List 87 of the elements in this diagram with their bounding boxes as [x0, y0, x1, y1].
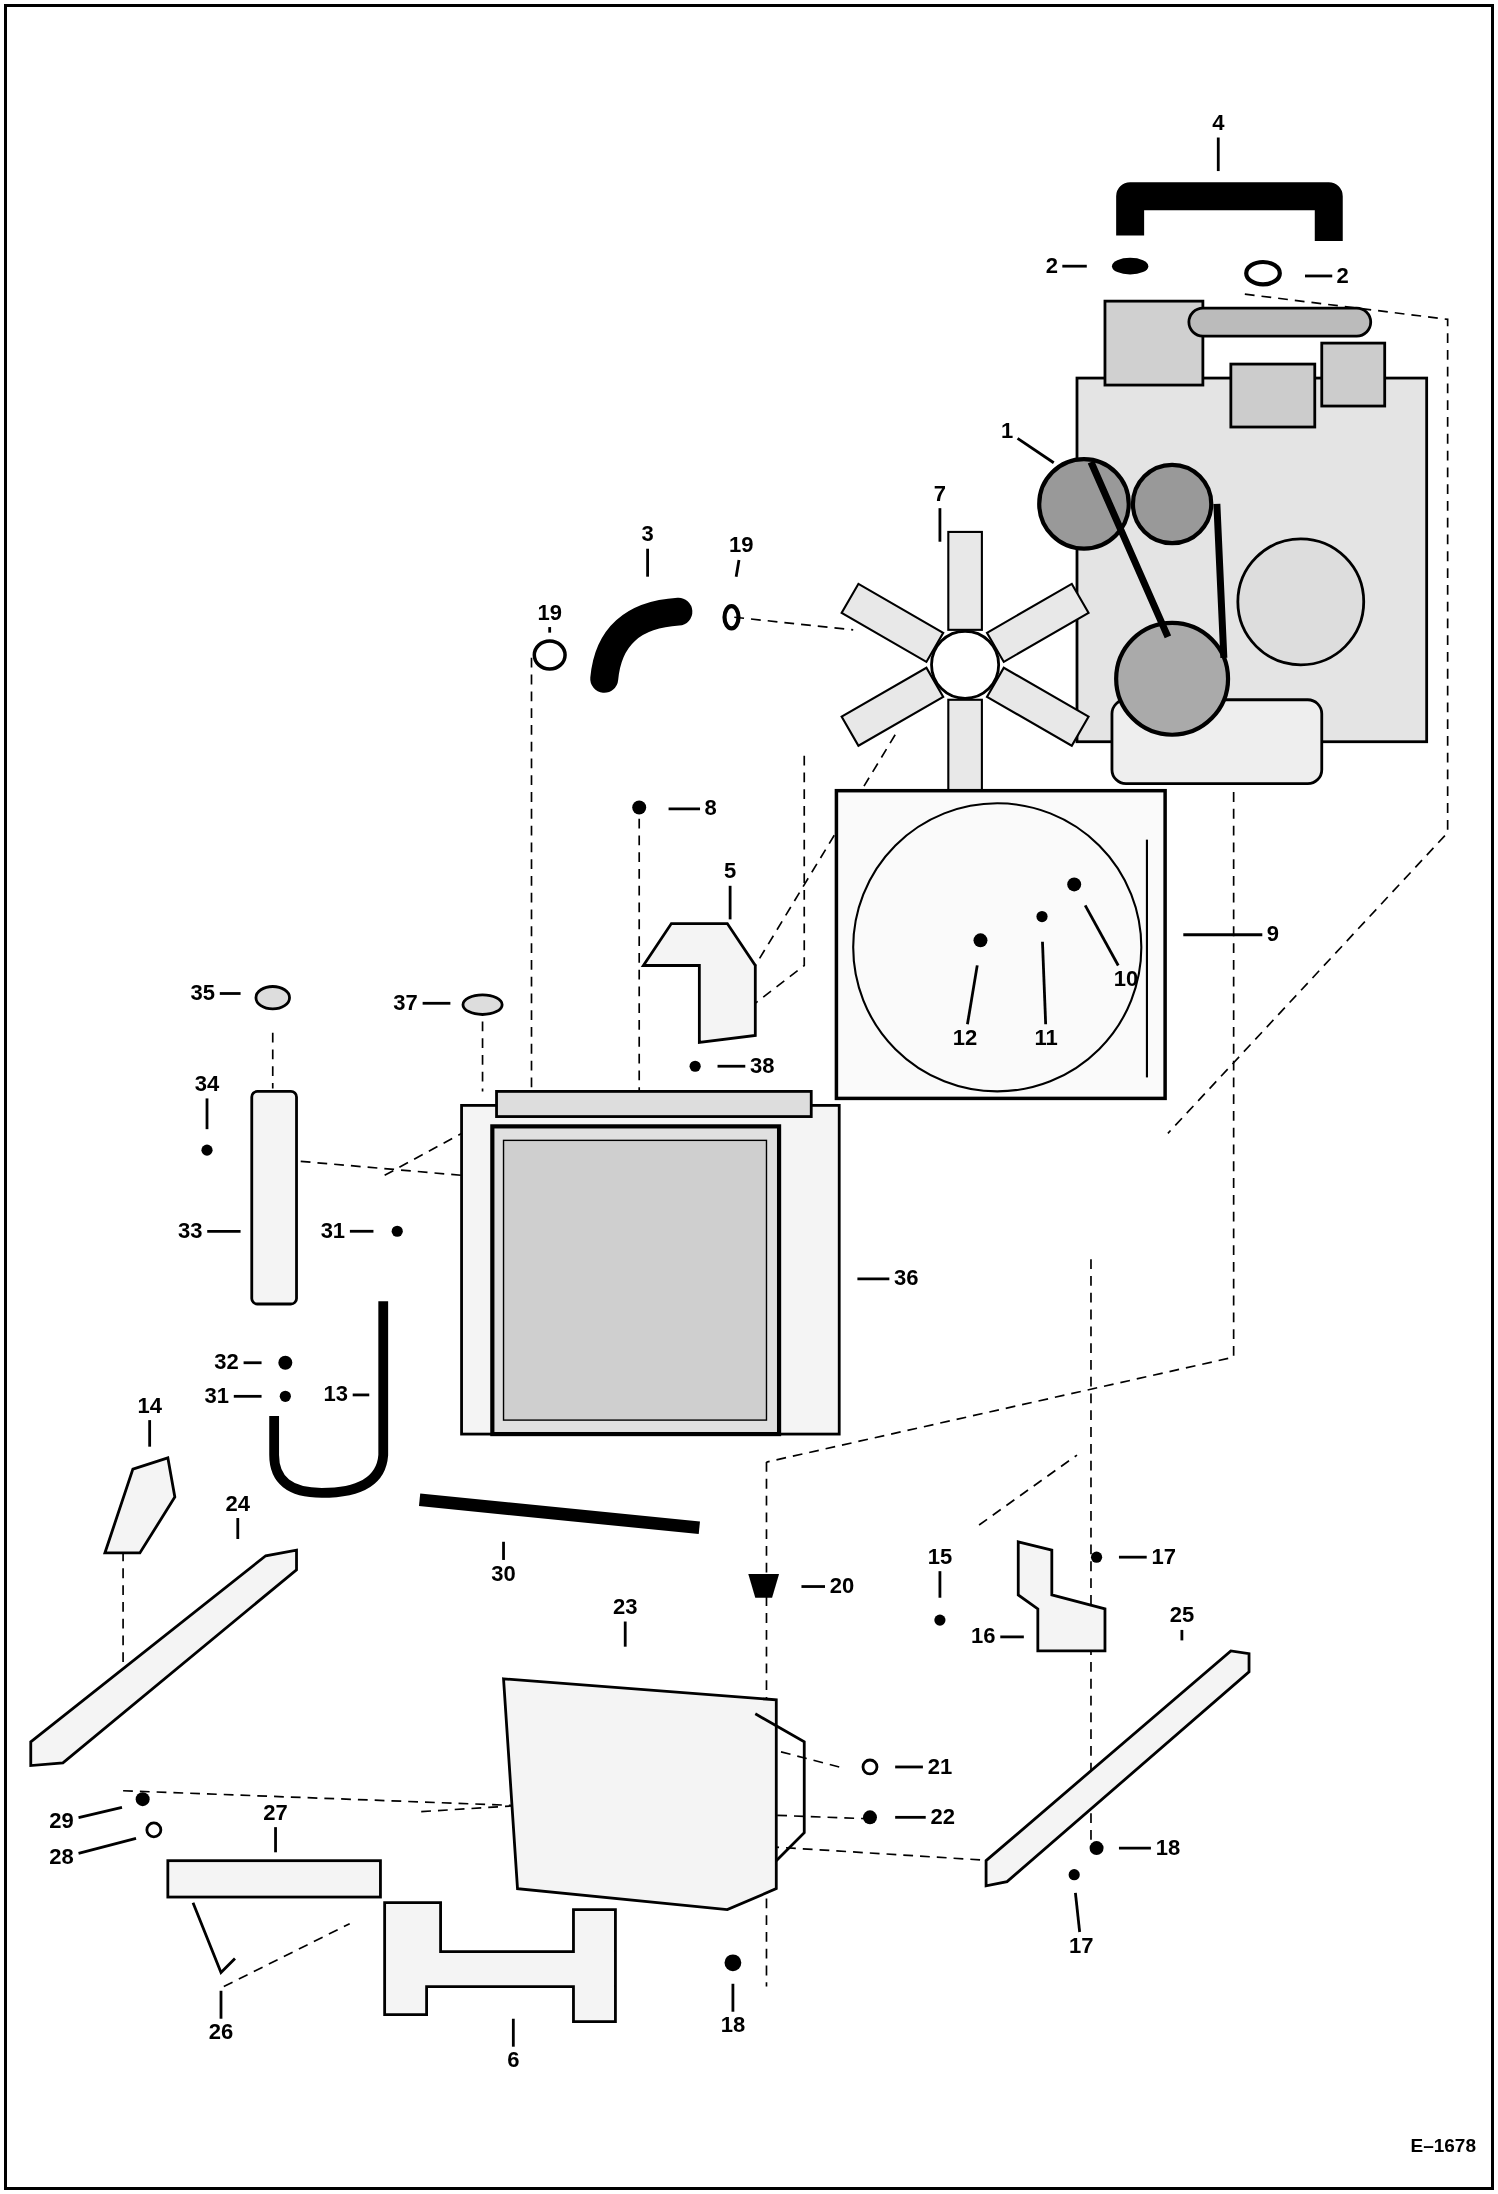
- callout-number: 9: [1266, 923, 1279, 946]
- callout-number: 23: [612, 1596, 638, 1619]
- callout-number: 5: [724, 860, 737, 883]
- leader-line: [511, 2018, 515, 2047]
- callout-number: 19: [537, 601, 562, 624]
- callout-number: 4: [1212, 112, 1225, 135]
- callout-number: 31: [204, 1384, 230, 1407]
- callout-number: 33: [177, 1219, 203, 1242]
- leader-line: [668, 807, 701, 811]
- callout-number: 34: [194, 1073, 220, 1095]
- callout-number: 19: [729, 534, 754, 557]
- leader-line: [1000, 1635, 1024, 1639]
- leader-line: [1305, 274, 1333, 278]
- callout-number: 27: [263, 1801, 288, 1824]
- leader-line: [274, 1827, 277, 1853]
- callout-number: 10: [1113, 968, 1139, 991]
- leader-line: [502, 1541, 505, 1560]
- callout-number: 14: [137, 1394, 162, 1417]
- leader-line: [548, 627, 552, 633]
- leader-line: [219, 992, 241, 995]
- callout-number: 17: [1151, 1545, 1176, 1568]
- callout-number: 36: [894, 1267, 919, 1290]
- leader-line: [349, 1229, 374, 1233]
- callout-number: 21: [927, 1755, 953, 1778]
- leader-line: [728, 885, 732, 920]
- callout-number: 30: [491, 1562, 516, 1585]
- callout-number: 16: [971, 1625, 996, 1648]
- callout-number: 17: [1068, 1934, 1094, 1957]
- leader-line: [78, 1837, 137, 1855]
- callout-number: 2: [1336, 264, 1349, 287]
- leader-line: [857, 1277, 890, 1281]
- callout-number: 29: [49, 1810, 74, 1833]
- callout-number: 2: [1045, 254, 1058, 277]
- callout-number: 11: [1034, 1026, 1058, 1049]
- leader-line: [1016, 437, 1055, 464]
- callout-number: 32: [214, 1351, 239, 1374]
- leader-line: [801, 1585, 825, 1588]
- leader-line: [1216, 137, 1220, 172]
- leader-line: [233, 1394, 262, 1398]
- leader-line: [1183, 933, 1263, 937]
- callout-number: 12: [952, 1026, 978, 1049]
- leader-line: [895, 1815, 926, 1819]
- callout-number: 31: [320, 1219, 346, 1242]
- callout-number: 1: [1000, 419, 1014, 442]
- callout-number: 3: [641, 523, 654, 546]
- drawing-number: E–1678: [1410, 2133, 1476, 2158]
- leader-line: [717, 1064, 746, 1068]
- callout-number: 13: [323, 1383, 348, 1406]
- leader-line: [1118, 1555, 1147, 1559]
- leader-line: [734, 559, 741, 578]
- leader-line: [1180, 1629, 1184, 1641]
- callout-number: 38: [750, 1054, 775, 1077]
- callout-number: 18: [1155, 1836, 1181, 1859]
- callout-number: 24: [225, 1492, 250, 1515]
- leader-line: [205, 1098, 209, 1130]
- callout-number: 8: [704, 797, 717, 820]
- callout-number: 18: [720, 2014, 746, 2037]
- leader-line: [1074, 1892, 1082, 1933]
- callout-number: 6: [507, 2049, 520, 2072]
- callout-number: 26: [208, 2021, 234, 2044]
- leader-line: [1118, 1846, 1151, 1850]
- leader-line: [938, 1571, 942, 1598]
- callout-number: 35: [190, 982, 216, 1005]
- leader-line: [1083, 904, 1120, 967]
- leader-line: [78, 1805, 123, 1819]
- callout-number: 25: [1169, 1604, 1195, 1627]
- callout-number: 37: [393, 991, 418, 1014]
- leader-line: [219, 1990, 223, 2019]
- leader-line: [1041, 941, 1048, 1025]
- leader-line: [1062, 264, 1087, 268]
- leader-line: [148, 1420, 152, 1447]
- leader-line: [207, 1229, 241, 1233]
- callout-number: 28: [49, 1846, 74, 1869]
- leader-line: [895, 1765, 923, 1769]
- leader-line: [243, 1361, 262, 1365]
- leader-line: [422, 1001, 451, 1005]
- leader-line: [623, 1621, 627, 1647]
- leader-line: [938, 508, 942, 542]
- leader-line: [646, 548, 649, 577]
- leader-line: [352, 1393, 370, 1397]
- callout-number: 15: [927, 1545, 953, 1568]
- leader-line: [966, 965, 979, 1025]
- callout-number: 20: [829, 1575, 855, 1598]
- leader-line: [731, 1983, 735, 2012]
- leader-line: [236, 1518, 240, 1539]
- callout-number: 7: [933, 482, 947, 505]
- callout-number: 22: [930, 1805, 955, 1828]
